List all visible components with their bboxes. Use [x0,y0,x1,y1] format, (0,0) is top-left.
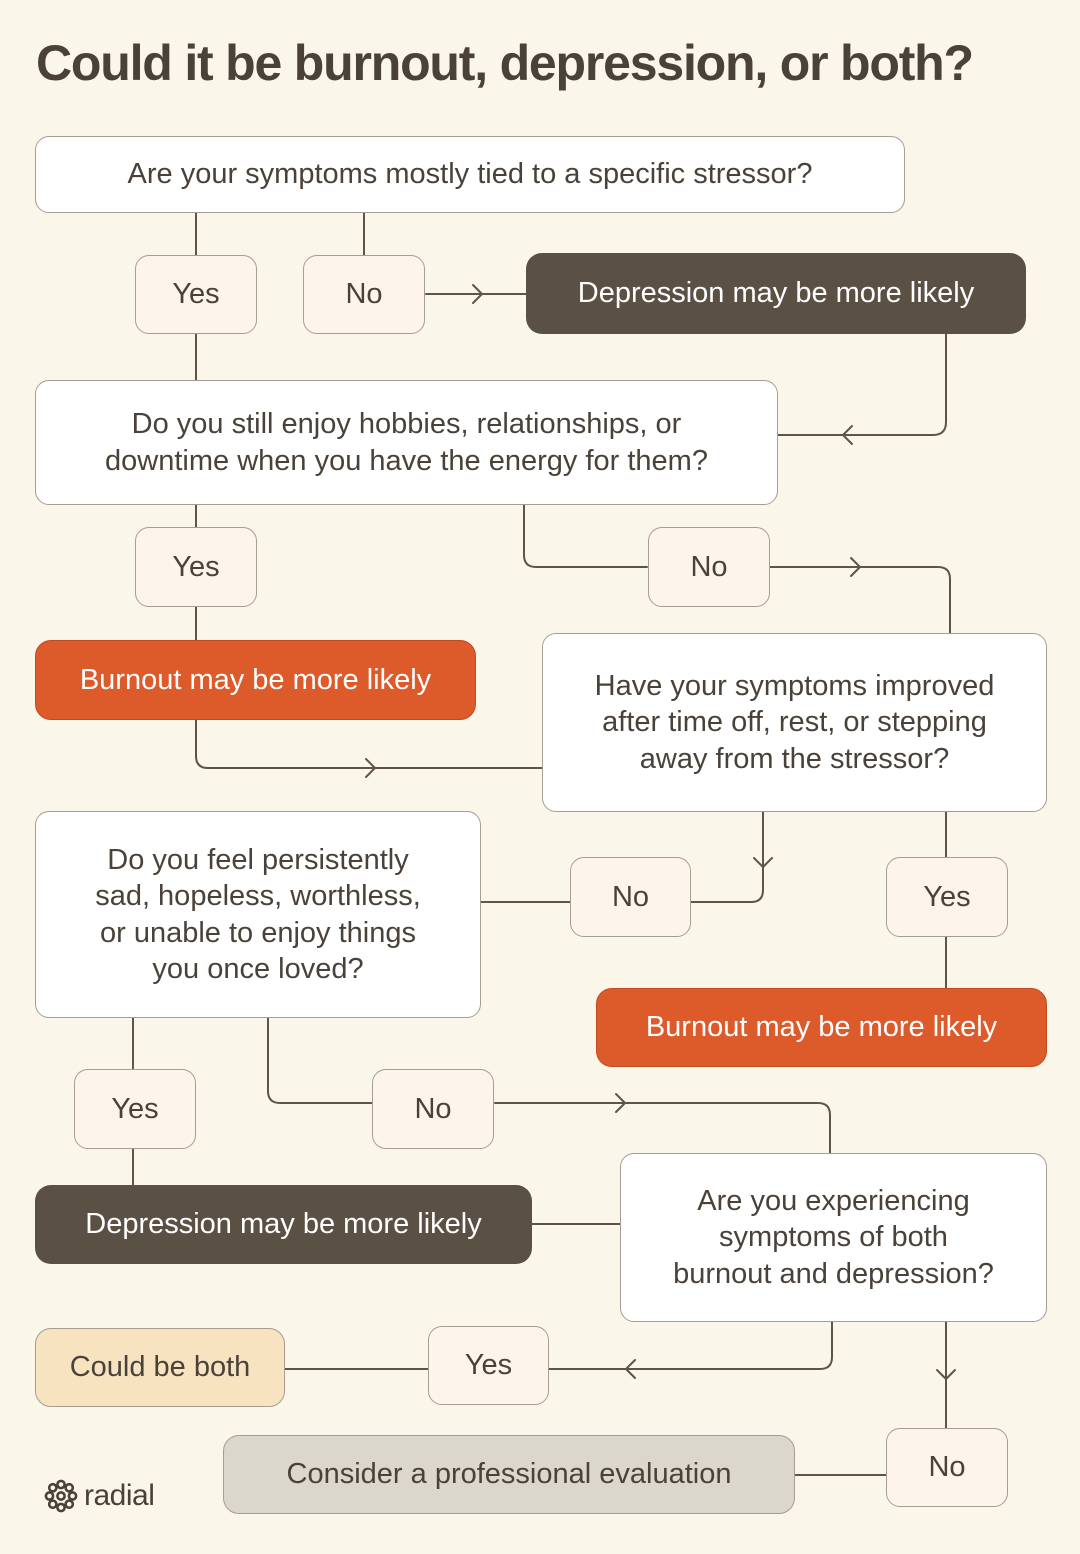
question-persistently-sad: Do you feel persistently sad, hopeless, … [35,811,481,1018]
page-title: Could it be burnout, depression, or both… [36,35,974,91]
arrow-head [625,1359,636,1379]
answer-q4-yes[interactable]: Yes [74,1069,196,1149]
connector-q2-no-to-q3 [769,566,951,634]
connector-q4-no-to-q5 [494,1102,831,1154]
arrow-head [753,857,773,868]
result-depression-likely: Depression may be more likely [526,253,1026,334]
question-enjoy-hobbies: Do you still enjoy hobbies, relationship… [35,380,778,505]
answer-q3-no[interactable]: No [570,857,691,937]
arrow-head [472,284,483,304]
answer-q1-yes[interactable]: Yes [135,255,257,334]
arrow-head [850,557,861,577]
question-symptoms-improved: Have your symptoms improved after time o… [542,633,1047,812]
result-could-be-both: Could be both [35,1328,285,1407]
arrow-head [842,425,853,445]
connector-burnout-to-q3 [195,719,543,769]
connector-q3-no [690,811,764,903]
arrow-head [615,1093,626,1113]
result-professional-evaluation: Consider a professional evaluation [223,1435,795,1514]
radial-logo-icon [44,1479,78,1513]
answer-q2-no[interactable]: No [648,527,770,607]
result-burnout-likely: Burnout may be more likely [596,988,1047,1067]
answer-q1-no[interactable]: No [303,255,425,334]
connector-q2-no [523,504,648,568]
brand-name: radial [84,1479,155,1512]
arrow-head [365,758,376,778]
arrow-head [936,1369,956,1380]
connector-q4-no [267,1017,373,1104]
connector-q5-yes [548,1321,833,1370]
question-stressor: Are your symptoms mostly tied to a speci… [35,136,905,213]
result-depression-likely: Depression may be more likely [35,1185,532,1264]
answer-q4-no[interactable]: No [372,1069,494,1149]
answer-q2-yes[interactable]: Yes [135,527,257,607]
question-both-symptoms: Are you experiencing symptoms of both bu… [620,1153,1047,1322]
result-burnout-likely: Burnout may be more likely [35,640,476,720]
answer-q5-no[interactable]: No [886,1428,1008,1507]
answer-q5-yes[interactable]: Yes [428,1326,549,1405]
connector-depression-to-q2 [777,333,947,436]
brand-logo: radial [44,1476,155,1516]
answer-q3-yes[interactable]: Yes [886,857,1008,937]
